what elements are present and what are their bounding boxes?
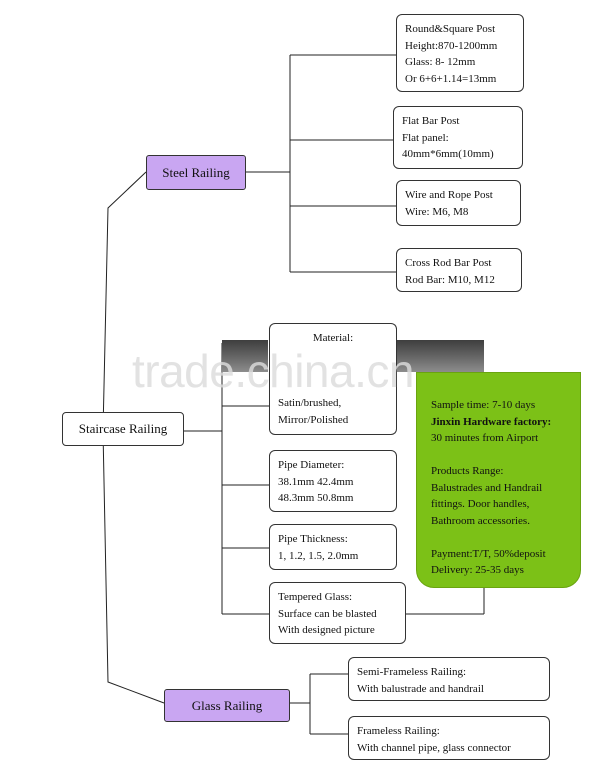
category-steel-railing: Steel Railing <box>146 155 246 190</box>
connector-root-glass <box>102 430 165 704</box>
info-delivery: Delivery: 25-35 days <box>431 564 524 576</box>
info-sample-time: Sample time: 7-10 days <box>431 399 536 411</box>
staircase-item-pipe-thickness: Pipe Thickness: 1, 1.2, 1.5, 2.0mm <box>269 524 397 570</box>
info-range-line-3: Bathroom accessories. <box>431 514 530 527</box>
root-label: Staircase Railing <box>78 421 168 436</box>
info-airport: 30 minutes from Airport <box>431 432 539 444</box>
glass-item-semi-frameless: Semi-Frameless Railing: With balustrade … <box>348 657 550 701</box>
steel-item-flat-bar-post: Flat Bar Post Flat panel: 40mm*6mm(10mm) <box>393 106 523 169</box>
staircase-item-pipe-diameter: Pipe Diameter: 38.1mm 42.4mm 48.3mm 50.8… <box>269 450 397 512</box>
info-factory: Jinxin Hardware factory: <box>431 415 552 428</box>
steel-item-cross-rod-bar-post: Cross Rod Bar Post Rod Bar: M10, M12 <box>396 248 522 292</box>
info-range-line-1: Balustrades and Handrail <box>431 481 543 494</box>
staircase-item-tempered-glass: Tempered Glass: Surface can be blasted W… <box>269 582 406 644</box>
staircase-item-material: Material: <box>269 323 397 372</box>
connector-root-steel <box>102 171 147 432</box>
steel-item-wire-rope-post: Wire and Rope Post Wire: M6, M8 <box>396 180 521 226</box>
info-payment: Payment:T/T, 50%deposit <box>431 547 546 560</box>
glass-item-frameless: Frameless Railing: With channel pipe, gl… <box>348 716 550 760</box>
category-label: Glass Railing <box>191 697 263 713</box>
category-glass-railing: Glass Railing <box>164 689 290 722</box>
staircase-item-finish: Satin/brushed, Mirror/Polished <box>269 372 397 435</box>
steel-item-round-square-post: Round&Square Post Height:870-1200mm Glas… <box>396 14 524 92</box>
info-range-line-2: fittings. Door handles, <box>431 498 530 510</box>
info-range-title: Products Range: <box>431 465 504 477</box>
category-label: Steel Railing <box>162 164 230 180</box>
info-box: Sample time: 7-10 days Jinxin Hardware f… <box>416 372 581 588</box>
root-node: Staircase Railing <box>62 412 184 446</box>
